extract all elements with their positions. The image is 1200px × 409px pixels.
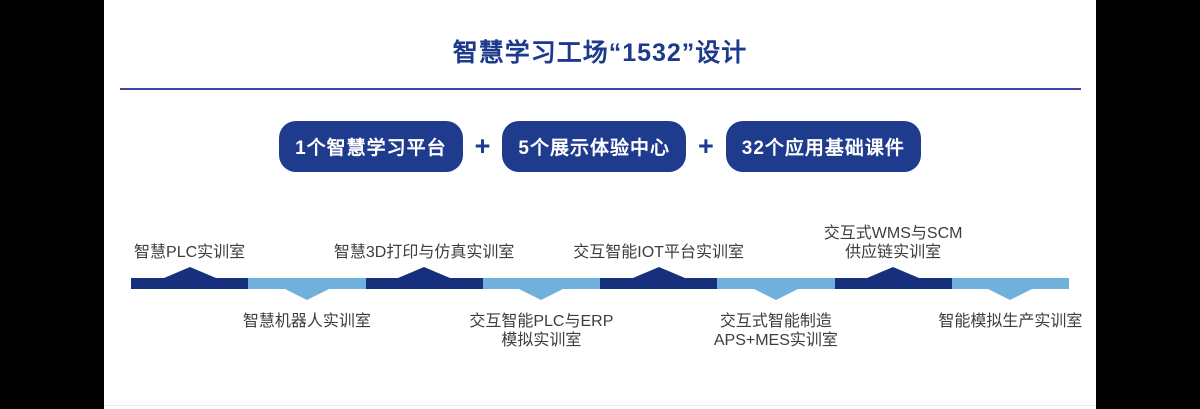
timeline-bar <box>131 267 1069 300</box>
timeline-segment <box>717 278 835 300</box>
arrow-down-icon <box>753 289 798 300</box>
timeline-segment <box>482 278 600 300</box>
summary-pill-courseware: 32个应用基础课件 <box>725 121 921 172</box>
room-label: 交互式智能制造 APS+MES实训室 <box>713 313 838 349</box>
plus-icon: + <box>698 131 714 161</box>
room-label: 交互智能PLC与ERP 模拟实训室 <box>469 313 614 349</box>
room-label: 交互智能IOT平台实训室 <box>573 244 744 261</box>
arrow-down-icon <box>519 289 564 300</box>
arrow-down-icon <box>284 289 329 300</box>
page-title: 智慧学习工场“1532”设计 <box>452 39 748 67</box>
summary-pill-experience-centers: 5个展示体验中心 <box>502 121 686 172</box>
slide: 智慧学习工场“1532”设计 1个智慧学习平台 + 5个展示体验中心 + 32个… <box>104 0 1096 409</box>
room-label: 智能模拟生产实训室 <box>938 313 1083 330</box>
arrow-up-icon <box>398 267 451 278</box>
room-label: 智慧PLC实训室 <box>134 244 246 261</box>
arrow-up-icon <box>163 267 216 278</box>
room-label: 智慧机器人实训室 <box>242 313 371 330</box>
summary-pill-platform: 1个智慧学习平台 <box>279 121 463 172</box>
room-label: 智慧3D打印与仿真实训室 <box>333 244 515 261</box>
room-label: 交互式WMS与SCM 供应链实训室 <box>823 225 963 261</box>
arrow-down-icon <box>988 289 1033 300</box>
plus-icon: + <box>474 131 491 161</box>
arrow-up-icon <box>867 267 920 278</box>
bottom-divider <box>104 405 1096 406</box>
timeline-segment <box>951 278 1069 300</box>
timeline-segment <box>248 278 366 300</box>
timeline-segment <box>834 267 952 289</box>
timeline-segment <box>365 267 483 289</box>
arrow-up-icon <box>632 267 685 278</box>
summary-row: 1个智慧学习平台 + 5个展示体验中心 + 32个应用基础课件 <box>104 121 1096 172</box>
title-divider <box>120 88 1081 90</box>
timeline-segment <box>131 267 249 289</box>
timeline-segment <box>600 267 718 289</box>
